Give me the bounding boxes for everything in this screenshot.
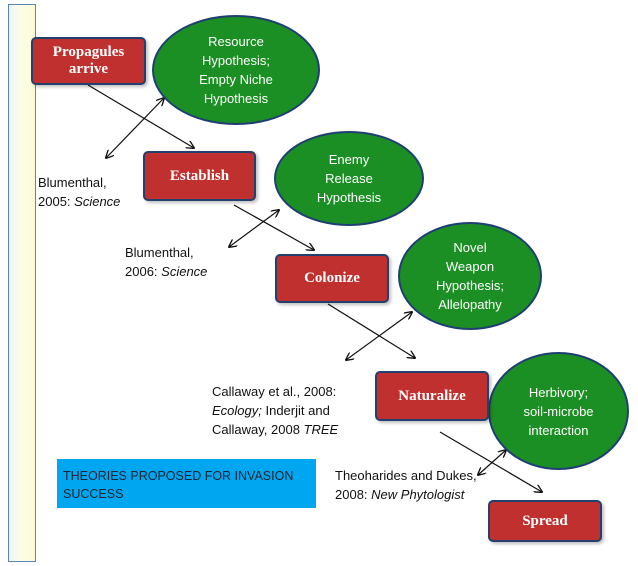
- hypothesis-resource: Resource Hypothesis; Empty Niche Hypothe…: [152, 15, 320, 125]
- double-arrow-1: [106, 98, 164, 158]
- double-arrow-4: [478, 450, 506, 475]
- double-arrow-3: [346, 312, 412, 360]
- citation-blumenthal-2006: Blumenthal, 2006: Science: [125, 245, 208, 279]
- stage-spread: Spread: [488, 500, 602, 542]
- stage-establish: Establish: [143, 151, 256, 201]
- citation-callaway-2008: Callaway et al., 2008: Ecology; Inderjit…: [212, 384, 339, 437]
- double-arrow-2: [229, 210, 279, 247]
- left-timeline-bar: [8, 4, 36, 562]
- hypothesis-novel-weapon: Novel Weapon Hypothesis; Allelopathy: [398, 222, 542, 330]
- citation-blumenthal-2005: Blumenthal, 2005: Science: [38, 175, 121, 209]
- hypothesis-enemy-release: Enemy Release Hypothesis: [274, 131, 424, 226]
- theories-banner: THEORIES PROPOSED FOR INVASION SUCCESS: [57, 459, 316, 508]
- stage-naturalize: Naturalize: [375, 371, 489, 421]
- arrow-colonize-to-naturalize: [327, 303, 415, 358]
- hypothesis-herbivory: Herbivory; soil-microbe interaction: [488, 352, 629, 470]
- citation-theoharides-2008: Theoharides and Dukes, 2008: New Phytolo…: [335, 468, 477, 502]
- stage-colonize: Colonize: [275, 254, 389, 303]
- stage-propagules-arrive: Propagules arrive: [31, 37, 146, 85]
